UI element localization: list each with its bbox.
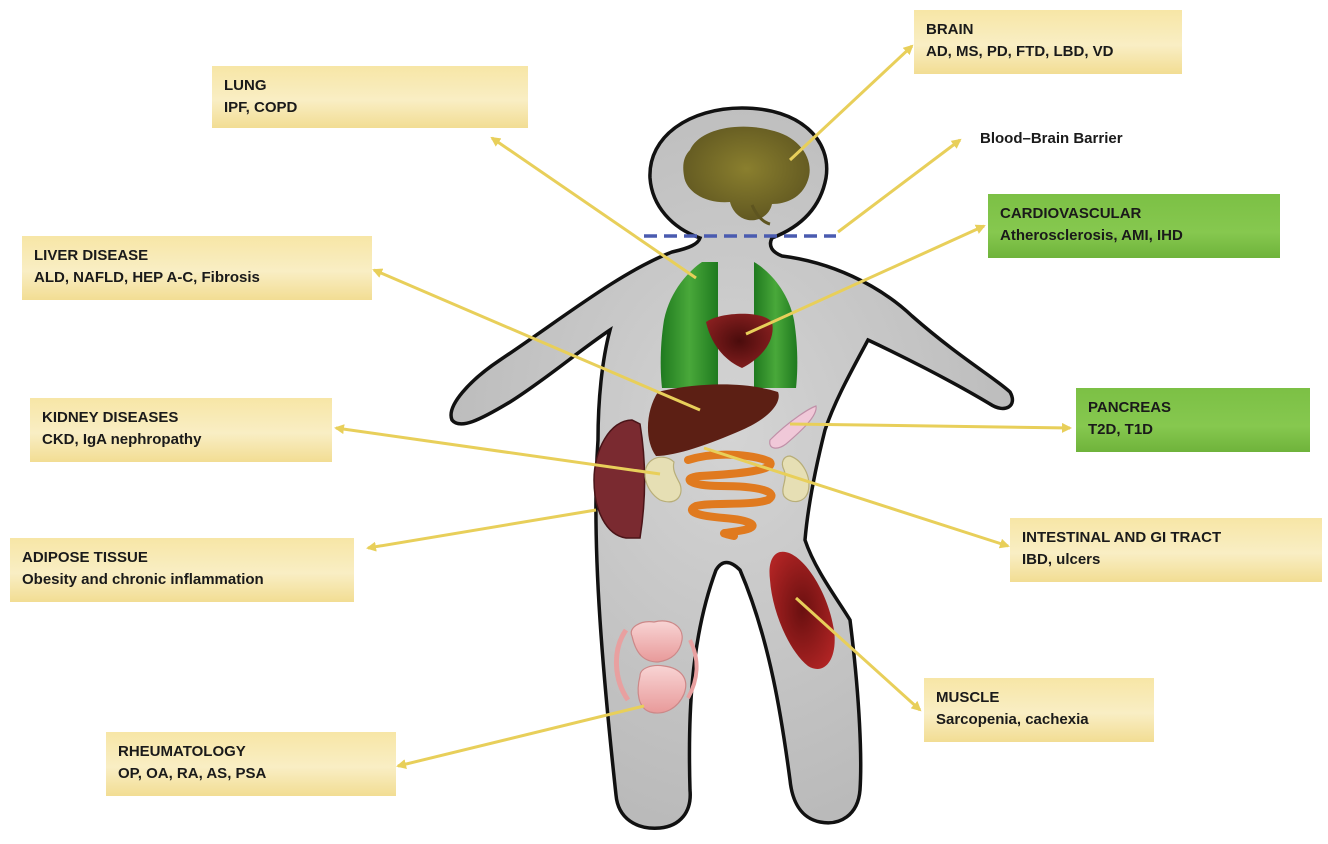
kidney-detail: CKD, IgA nephropathy — [42, 429, 320, 451]
adipose-detail: Obesity and chronic inflammation — [22, 569, 342, 591]
muscle-title: MUSCLE — [936, 687, 1142, 709]
brain-label: BRAIN AD, MS, PD, FTD, LBD, VD — [914, 10, 1182, 74]
lung-label: LUNG IPF, COPD — [212, 66, 528, 128]
cardiovascular-detail: Atherosclerosis, AMI, IHD — [1000, 225, 1268, 247]
muscle-label: MUSCLE Sarcopenia, cachexia — [924, 678, 1154, 742]
bbb-label: Blood–Brain Barrier — [980, 130, 1123, 147]
pancreas-detail: T2D, T1D — [1088, 419, 1298, 441]
muscle-detail: Sarcopenia, cachexia — [936, 709, 1142, 731]
intestinal-detail: IBD, ulcers — [1022, 549, 1310, 571]
arrow-bbb — [838, 140, 960, 232]
rheumatology-detail: OP, OA, RA, AS, PSA — [118, 763, 384, 785]
lung-detail: IPF, COPD — [224, 97, 516, 119]
arrow-brain — [790, 46, 912, 160]
arrow-rheumatology — [398, 706, 644, 766]
intestinal-title: INTESTINAL AND GI TRACT — [1022, 527, 1310, 549]
liver-title: LIVER DISEASE — [34, 245, 360, 267]
adipose-label: ADIPOSE TISSUE Obesity and chronic infla… — [10, 538, 354, 602]
pancreas-label: PANCREAS T2D, T1D — [1076, 388, 1310, 452]
liver-detail: ALD, NAFLD, HEP A-C, Fibrosis — [34, 267, 360, 289]
kidney-label: KIDNEY DISEASES CKD, IgA nephropathy — [30, 398, 332, 462]
brain-detail: AD, MS, PD, FTD, LBD, VD — [926, 41, 1170, 63]
arrow-adipose — [368, 510, 596, 548]
rheumatology-label: RHEUMATOLOGY OP, OA, RA, AS, PSA — [106, 732, 396, 796]
rheumatology-title: RHEUMATOLOGY — [118, 741, 384, 763]
cardiovascular-label: CARDIOVASCULAR Atherosclerosis, AMI, IHD — [988, 194, 1280, 258]
adipose-title: ADIPOSE TISSUE — [22, 547, 342, 569]
arrow-pancreas — [790, 424, 1070, 428]
cardiovascular-title: CARDIOVASCULAR — [1000, 203, 1268, 225]
pancreas-title: PANCREAS — [1088, 397, 1298, 419]
brain-title: BRAIN — [926, 19, 1170, 41]
lung-title: LUNG — [224, 75, 516, 97]
kidney-title: KIDNEY DISEASES — [42, 407, 320, 429]
intestinal-label: INTESTINAL AND GI TRACT IBD, ulcers — [1010, 518, 1322, 582]
liver-label: LIVER DISEASE ALD, NAFLD, HEP A-C, Fibro… — [22, 236, 372, 300]
